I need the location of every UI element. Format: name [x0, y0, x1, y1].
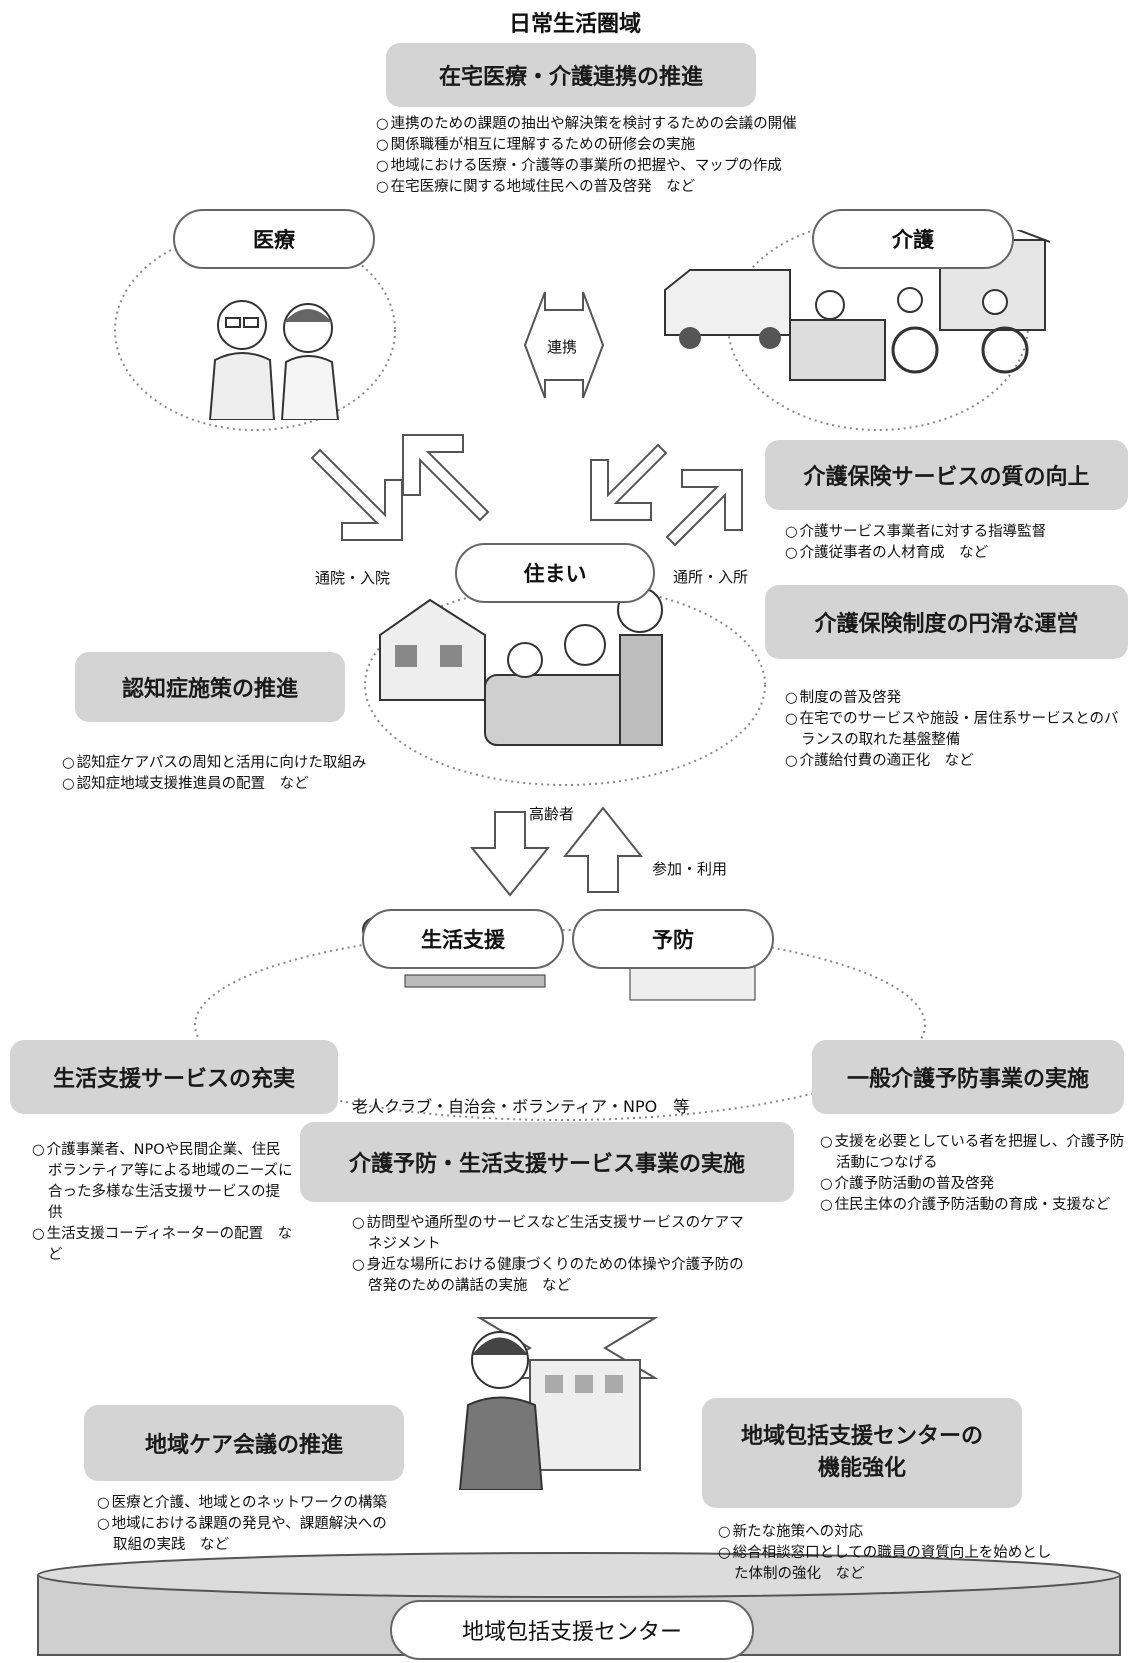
bullet-item: 生活支援コーディネーターの配置 など — [32, 1224, 294, 1266]
home-medical-care-title: 在宅医療・介護連携の推進 — [438, 65, 703, 90]
bullet-item: 認知症ケアパスの周知と活用に向けた取組み — [62, 753, 382, 774]
hospital-arrow-down — [310, 448, 403, 541]
prevention-service-title: 介護予防・生活支援サービス事業の実施 — [348, 1152, 745, 1177]
participation-arrow-up — [562, 806, 644, 893]
prevention-label: 予防 — [572, 909, 774, 969]
bullet-item: 在宅医療に関する地域住民への普及啓発 など — [376, 177, 836, 198]
elderly-label: 高齢者 — [529, 805, 575, 823]
care-meeting-title: 地域ケア会議の推進 — [144, 1433, 343, 1458]
bullet-item: 在宅でのサービスや施設・居住系サービスとのバランスの取れた基盤整備 — [785, 709, 1125, 751]
medical-label: 医療 — [173, 209, 375, 269]
participation-arrow-down — [469, 811, 551, 897]
bullet-item: 支援を必要としている者を把握し、介護予防活動につなげる — [820, 1132, 1130, 1174]
link-label: 連携 — [547, 338, 578, 356]
bullet-item: 連携のための課題の抽出や解決策を検討するための会議の開催 — [376, 114, 836, 135]
center-staff-illustration — [458, 1331, 641, 1490]
dementia-title: 認知症施策の推進 — [121, 677, 298, 702]
bullet-item: 住民主体の介護予防活動の育成・支援など — [820, 1195, 1130, 1216]
service-quality-title: 介護保険サービスの質の向上 — [803, 465, 1090, 490]
bullet-item: 認知症地域支援推進員の配置 など — [62, 774, 382, 795]
dementia-bullets: 認知症ケアパスの周知と活用に向けた取組み 認知症地域支援推進員の配置 など — [62, 753, 382, 795]
hospital-label: 通院・入院 — [315, 569, 391, 587]
service-quality-bullets: 介護サービス事業者に対する指導監督 介護従事者の人材育成 など — [785, 522, 1125, 564]
bullet-item: 総合相談窓口としての職員の資質向上を始めとした体制の強化 など — [718, 1543, 1058, 1585]
care-meeting-box: 地域ケア会議の推進 — [84, 1405, 404, 1481]
center-function-bullets: 新たな施策への対応 総合相談窓口としての職員の資質向上を始めとした体制の強化 な… — [718, 1522, 1058, 1585]
bullet-item: 地域における医療・介護等の事業所の把握や、マップの作成 — [376, 156, 836, 177]
general-prevention-bullets: 支援を必要としている者を把握し、介護予防活動につなげる 介護予防活動の普及啓発 … — [820, 1132, 1130, 1216]
bullet-item: 訪問型や通所型のサービスなど生活支援サービスのケアマネジメント — [352, 1213, 752, 1255]
care-meeting-bullets: 医療と介護、地域とのネットワークの構築 地域における課題の発見や、課題解決への取… — [97, 1493, 397, 1556]
center-function-title-line1: 地域包括支援センターの — [740, 1424, 983, 1449]
life-support-label: 生活支援 — [362, 909, 564, 969]
bullet-item: 新たな施策への対応 — [718, 1522, 1058, 1543]
insurance-operation-bullets: 制度の普及啓発 在宅でのサービスや施設・居住系サービスとのバランスの取れた基盤整… — [785, 688, 1125, 772]
bullet-item: 介護給付費の適正化 など — [785, 751, 1125, 772]
general-prevention-box: 一般介護予防事業の実施 — [812, 1040, 1124, 1114]
home-medical-care-box: 在宅医療・介護連携の推進 — [386, 43, 756, 107]
center-label: 地域包括支援センター — [390, 1600, 754, 1660]
bullet-item: 制度の普及啓発 — [785, 688, 1125, 709]
hospital-arrow-up — [402, 434, 490, 522]
bullet-item: 地域における課題の発見や、課題解決への取組の実践 など — [97, 1514, 397, 1556]
bullet-item: 関係職種が相互に理解するための研修会の実施 — [376, 135, 836, 156]
center-function-title-line2: 機能強化 — [817, 1456, 906, 1481]
bullet-item: 介護サービス事業者に対する指導監督 — [785, 522, 1125, 543]
care-label: 介護 — [812, 209, 1014, 269]
life-service-title: 生活支援サービスの充実 — [52, 1067, 295, 1092]
doctor-nurse-illustration — [208, 300, 340, 420]
life-service-box: 生活支援サービスの充実 — [10, 1040, 338, 1114]
house-family-illustration — [379, 587, 663, 746]
prevention-service-box: 介護予防・生活支援サービス事業の実施 — [300, 1122, 794, 1202]
daycare-arrow-down — [590, 443, 668, 521]
home-medical-bullets: 連携のための課題の抽出や解決策を検討するための会議の開催 関係職種が相互に理解す… — [376, 114, 836, 198]
center-function-box: 地域包括支援センターの 機能強化 — [702, 1398, 1022, 1508]
insurance-operation-title: 介護保険制度の円滑な運営 — [814, 612, 1079, 637]
participation-label: 参加・利用 — [652, 860, 728, 878]
bullet-item: 介護事業者、NPOや民間企業、住民ボランティア等による地域のニーズに合った多様な… — [32, 1140, 294, 1224]
bullet-item: 身近な場所における健康づくりのための体操や介護予防の啓発のための講話の実施 など — [352, 1255, 752, 1297]
housing-label: 住まい — [455, 543, 655, 603]
community-area-ellipse — [194, 929, 926, 1121]
dementia-box: 認知症施策の推進 — [75, 652, 345, 722]
page-title: 日常生活圏域 — [508, 12, 641, 37]
medical-area-ellipse — [114, 229, 396, 431]
bullet-item: 医療と介護、地域とのネットワークの構築 — [97, 1493, 397, 1514]
insurance-operation-box: 介護保険制度の円滑な運営 — [765, 585, 1128, 659]
link-arrow-shape — [523, 291, 605, 399]
life-service-bullets: 介護事業者、NPOや民間企業、住民ボランティア等による地域のニーズに合った多様な… — [32, 1140, 294, 1266]
bullet-item: 介護従事者の人材育成 など — [785, 543, 1125, 564]
community-orgs-label: 老人クラブ・自治会・ボランティア・NPO 等 — [352, 1097, 690, 1116]
bullet-item: 介護予防活動の普及啓発 — [820, 1174, 1130, 1195]
general-prevention-title: 一般介護予防事業の実施 — [846, 1067, 1089, 1092]
service-quality-box: 介護保険サービスの質の向上 — [765, 440, 1128, 510]
daycare-arrow-up — [665, 469, 743, 547]
prevention-service-bullets: 訪問型や通所型のサービスなど生活支援サービスのケアマネジメント 身近な場所におけ… — [352, 1213, 752, 1297]
daycare-label: 通所・入所 — [673, 568, 749, 586]
